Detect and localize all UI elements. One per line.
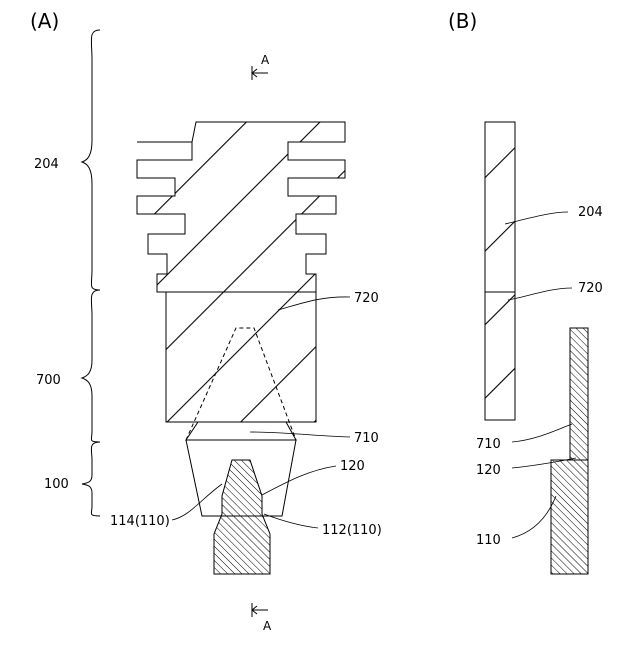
label-720: 720	[354, 291, 379, 306]
label-b-204: 204	[578, 205, 603, 220]
brace-204	[82, 30, 100, 290]
label-114-110: 114(110)	[110, 514, 170, 529]
brace-700	[82, 290, 100, 442]
brace-label-204: 204	[34, 157, 59, 172]
brace-label-700: 700	[36, 373, 61, 388]
label-710: 710	[354, 431, 379, 446]
dimension-braces	[82, 30, 100, 516]
label-b-710: 710	[476, 437, 501, 452]
panel-label-b: (B)	[448, 9, 477, 33]
brace-label-100: 100	[44, 477, 69, 492]
section-letter-bottom: A	[263, 619, 272, 633]
panel-b-lower	[551, 328, 588, 574]
brace-100	[82, 442, 100, 516]
label-120: 120	[340, 459, 365, 474]
section-marker-bottom: A	[252, 603, 272, 633]
section-letter-top: A	[261, 53, 270, 67]
label-b-720: 720	[578, 281, 603, 296]
section-marker-top: A	[252, 53, 270, 80]
part-204-stepped	[130, 110, 360, 300]
label-112-110: 112(110)	[322, 523, 382, 538]
panel-b-plate	[485, 122, 515, 420]
part-700-body	[166, 292, 316, 422]
label-b-110: 110	[476, 533, 501, 548]
label-b-120: 120	[476, 463, 501, 478]
panel-label-a: (A)	[30, 9, 59, 33]
